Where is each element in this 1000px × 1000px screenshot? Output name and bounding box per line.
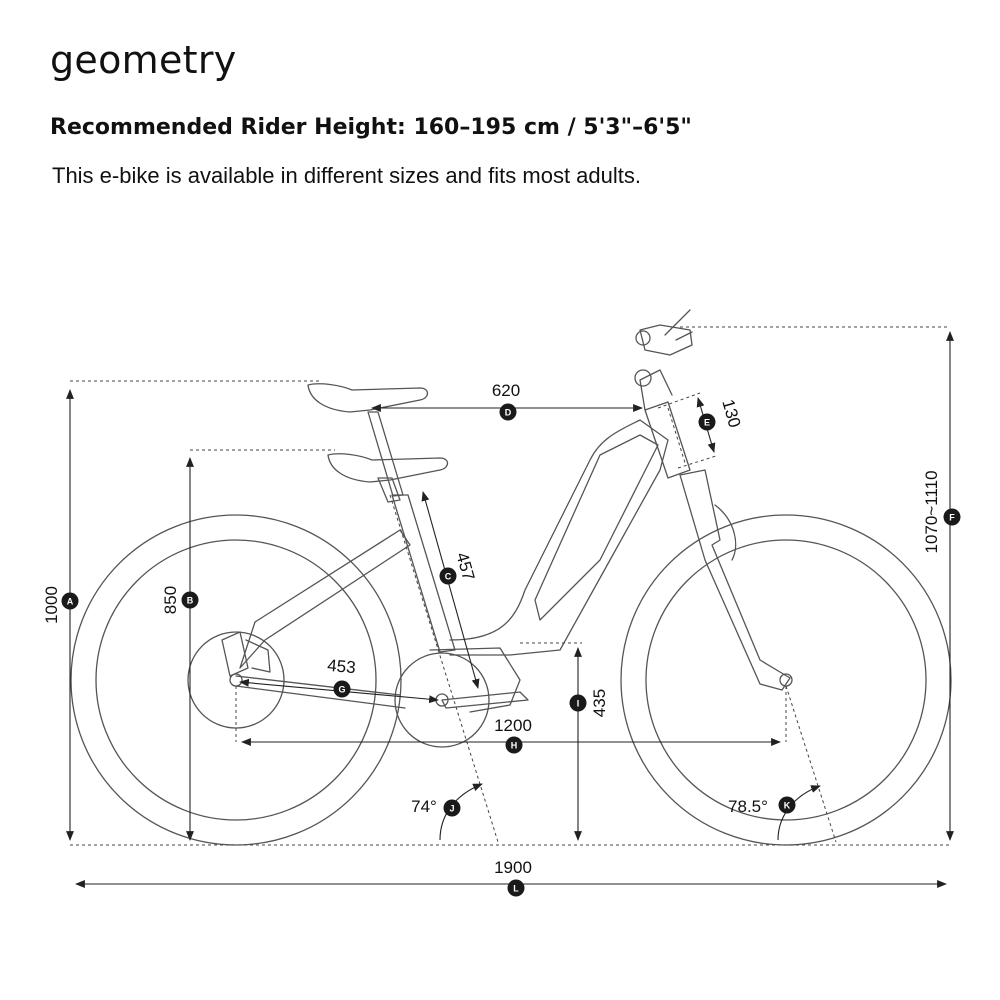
dim-E-badge: E bbox=[698, 413, 716, 431]
stem bbox=[639, 369, 673, 411]
page-title: geometry bbox=[50, 38, 237, 82]
svg-text:J: J bbox=[449, 804, 454, 814]
front-fork bbox=[679, 469, 791, 691]
svg-text:C: C bbox=[445, 572, 452, 582]
head-tube bbox=[644, 401, 691, 479]
seat-stay bbox=[239, 529, 411, 669]
svg-text:H: H bbox=[511, 741, 518, 751]
bar-end bbox=[635, 330, 651, 346]
svg-text:I: I bbox=[577, 699, 580, 709]
rear-wheel bbox=[70, 514, 402, 846]
dimension-labels: 1000 A 850 B 457 C 620 D 130 E 1070~1110… bbox=[42, 381, 961, 897]
dim-G-value: 453 bbox=[327, 656, 357, 677]
dim-H-badge: H bbox=[505, 736, 523, 754]
description-text: This e-bike is available in different si… bbox=[52, 163, 641, 188]
front-wheel bbox=[620, 514, 952, 846]
saddle-high bbox=[307, 383, 429, 413]
svg-text:B: B bbox=[187, 596, 194, 606]
dim-E-value: 130 bbox=[718, 397, 744, 430]
dim-B-value: 850 bbox=[161, 586, 180, 614]
chainstay bbox=[235, 675, 406, 709]
battery bbox=[534, 434, 659, 621]
dim-A-badge: A bbox=[61, 592, 79, 610]
svg-text:L: L bbox=[513, 884, 519, 894]
rider-height-subtitle: Recommended Rider Height: 160–195 cm / 5… bbox=[50, 115, 692, 140]
dim-J-badge: J bbox=[443, 799, 461, 817]
seatpost-high bbox=[367, 411, 404, 497]
dim-A-value: 1000 bbox=[42, 586, 61, 624]
dim-D-badge: D bbox=[499, 403, 517, 421]
dim-I-value: 435 bbox=[590, 689, 609, 717]
handlebar bbox=[639, 309, 693, 356]
down-tube bbox=[449, 419, 669, 656]
dim-K-badge: K bbox=[778, 796, 796, 814]
dim-C-badge: C bbox=[439, 567, 457, 585]
svg-text:D: D bbox=[505, 408, 512, 418]
dim-I-badge: I bbox=[569, 694, 587, 712]
fender bbox=[714, 504, 737, 561]
dim-F-badge: F bbox=[943, 508, 961, 526]
dim-K-value: 78.5° bbox=[728, 797, 768, 816]
dim-D-value: 620 bbox=[492, 381, 520, 400]
dim-J-value: 74° bbox=[411, 797, 437, 816]
svg-text:K: K bbox=[784, 801, 791, 811]
svg-text:E: E bbox=[704, 418, 710, 428]
dim-H-value: 1200 bbox=[494, 716, 532, 735]
svg-text:F: F bbox=[949, 513, 955, 523]
rear-dropout bbox=[221, 631, 271, 677]
dim-L-value: 1900 bbox=[494, 858, 532, 877]
svg-text:A: A bbox=[67, 597, 74, 607]
dim-F-value: 1070~1110 bbox=[922, 470, 941, 553]
svg-text:G: G bbox=[338, 685, 345, 695]
dim-G-badge: G bbox=[333, 680, 351, 698]
dim-L-badge: L bbox=[507, 879, 525, 897]
saddle-low bbox=[327, 453, 449, 483]
stem-bolt bbox=[634, 369, 652, 387]
dim-B-badge: B bbox=[181, 591, 199, 609]
seatpost-low bbox=[377, 477, 401, 503]
